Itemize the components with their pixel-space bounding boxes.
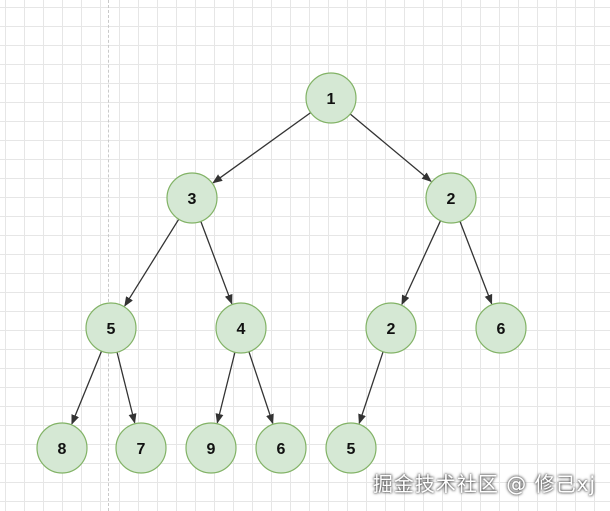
edge-n1-n3 <box>349 113 432 182</box>
edge-n2-n5 <box>200 221 233 305</box>
tree-node-n1: 1 <box>305 72 357 124</box>
edge-n1-n2 <box>212 112 312 184</box>
node-circle <box>255 422 307 474</box>
node-circle <box>325 422 377 474</box>
watermark: 掘金技术社区 @ 修己xj <box>372 472 596 496</box>
node-circle <box>425 172 477 224</box>
node-circle <box>305 72 357 124</box>
node-label: 6 <box>277 441 286 458</box>
node-circle <box>166 172 218 224</box>
tree-node-n8: 8 <box>36 422 88 474</box>
node-circle <box>85 302 137 354</box>
tree-node-n11: 6 <box>255 422 307 474</box>
node-label: 5 <box>107 321 116 338</box>
edge-n4-n8 <box>71 350 103 425</box>
node-label: 9 <box>207 441 216 458</box>
edge-n6-n12 <box>358 351 384 425</box>
node-label: 6 <box>497 321 506 338</box>
tree-node-n3: 2 <box>425 172 477 224</box>
edge-n3-n6 <box>401 220 442 306</box>
tree-node-n7: 6 <box>475 302 527 354</box>
edges-layer <box>71 112 493 425</box>
node-label: 3 <box>188 191 197 208</box>
node-label: 2 <box>447 191 456 208</box>
node-circle <box>115 422 167 474</box>
nodes-layer: 1 3 2 5 4 2 6 8 7 9 6 5 <box>36 72 527 474</box>
node-label: 4 <box>237 321 246 338</box>
edge-n5-n10 <box>215 352 236 424</box>
edge-n2-n4 <box>124 218 180 307</box>
node-label: 2 <box>387 321 396 338</box>
node-label: 7 <box>137 441 146 458</box>
node-circle <box>185 422 237 474</box>
node-circle <box>36 422 88 474</box>
edge-n4-n9 <box>116 352 137 424</box>
tree-node-n5: 4 <box>215 302 267 354</box>
node-circle <box>215 302 267 354</box>
tree-node-n12: 5 <box>325 422 377 474</box>
edge-n3-n7 <box>459 221 493 305</box>
node-circle <box>365 302 417 354</box>
tree-node-n4: 5 <box>85 302 137 354</box>
node-label: 8 <box>58 441 67 458</box>
node-label: 5 <box>347 441 356 458</box>
tree-node-n9: 7 <box>115 422 167 474</box>
tree-node-n6: 2 <box>365 302 417 354</box>
guide-line <box>108 0 109 511</box>
node-label: 1 <box>327 91 336 108</box>
tree-node-n2: 3 <box>166 172 218 224</box>
tree-node-n10: 9 <box>185 422 237 474</box>
edge-n5-n11 <box>248 351 274 425</box>
node-circle <box>475 302 527 354</box>
